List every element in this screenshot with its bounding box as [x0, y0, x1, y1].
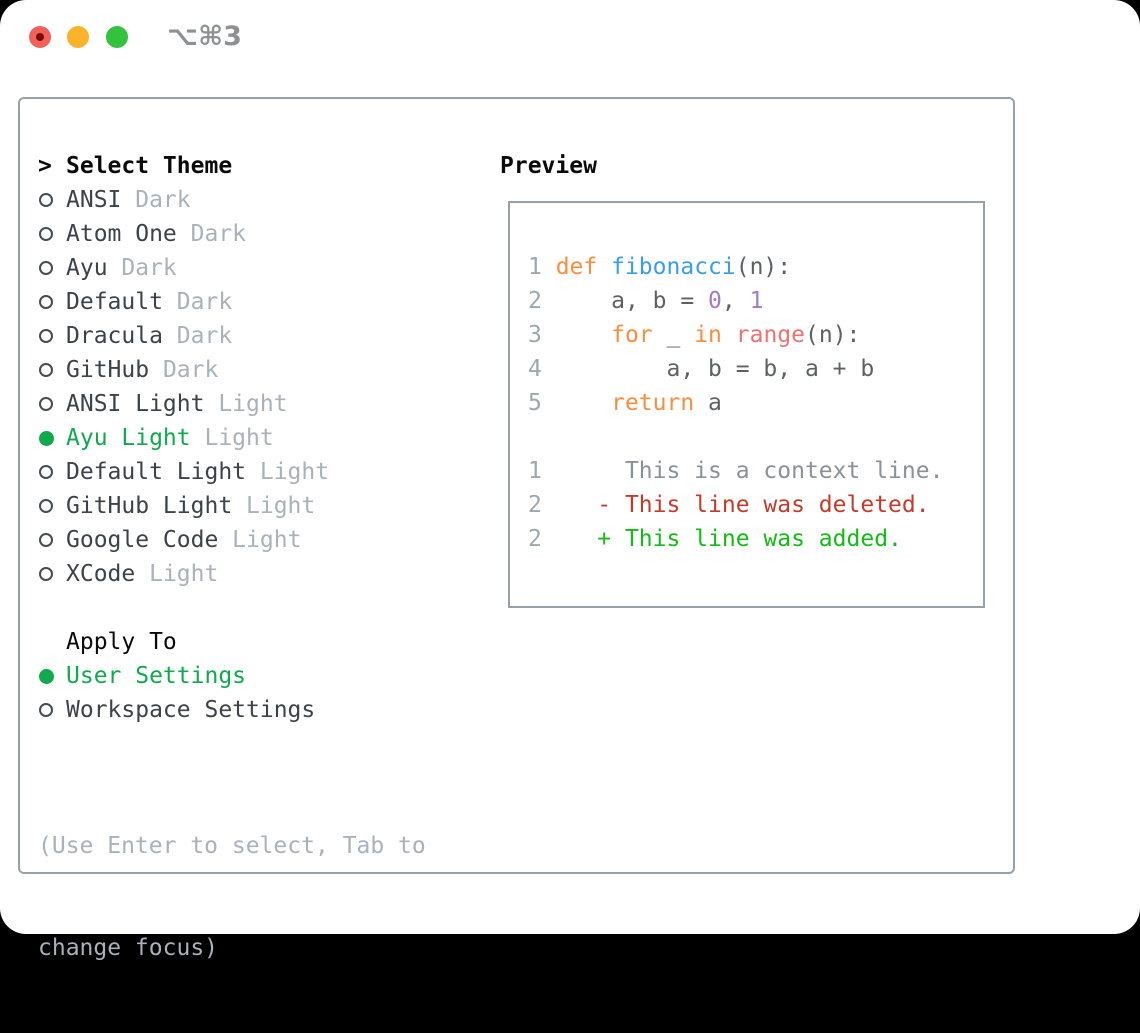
theme-item[interactable]: Atom One Dark — [38, 217, 426, 251]
theme-item[interactable]: Google Code Light — [38, 523, 426, 557]
cursor-marker: > — [38, 153, 52, 179]
minimize-button[interactable] — [67, 26, 89, 48]
radio-unselected-icon — [38, 193, 66, 207]
theme-name: GitHub Light — [66, 493, 233, 519]
radio-unselected-icon — [38, 397, 66, 411]
theme-variant: Dark — [121, 187, 191, 213]
theme-name: XCode — [66, 561, 136, 587]
radio-unselected-icon — [38, 295, 66, 309]
radio-unselected-icon — [38, 329, 66, 343]
hint-text: (Use Enter to select, Tab to change focu… — [38, 761, 426, 1033]
theme-item[interactable]: ANSI Light Light — [38, 387, 426, 421]
theme-name: ANSI — [66, 187, 122, 213]
theme-item[interactable]: Ayu Dark — [38, 251, 426, 285]
radio-unselected-icon — [38, 261, 66, 275]
radio-unselected-icon — [38, 703, 66, 717]
theme-name: ANSI Light — [66, 391, 205, 417]
hint-line-1: (Use Enter to select, Tab to — [38, 833, 426, 859]
theme-variant: Light — [190, 425, 274, 451]
theme-item[interactable]: XCode Light — [38, 557, 426, 591]
theme-item[interactable]: Ayu Light Light — [38, 421, 426, 455]
theme-item[interactable]: Default Light Light — [38, 455, 426, 489]
theme-variant: Light — [204, 391, 288, 417]
theme-name: Ayu Light — [66, 425, 191, 451]
close-dot-icon — [36, 33, 44, 41]
radio-unselected-icon — [38, 499, 66, 513]
theme-variant: Dark — [162, 289, 233, 315]
hint-line-2: change focus) — [38, 935, 219, 961]
theme-item[interactable]: ANSI Dark — [38, 183, 426, 217]
radio-unselected-icon — [38, 363, 66, 377]
apply-to-header: Apply To — [38, 625, 426, 659]
theme-variant: Light — [218, 527, 302, 553]
preview-label: Preview — [500, 153, 597, 179]
radio-unselected-icon — [38, 567, 66, 581]
apply-option[interactable]: Workspace Settings — [38, 693, 426, 727]
select-theme-title: Select Theme — [66, 153, 233, 179]
theme-variant: Dark — [107, 255, 177, 281]
close-button[interactable] — [29, 26, 51, 48]
apply-to-title: Apply To — [66, 629, 177, 655]
apply-option-label: User Settings — [66, 663, 247, 689]
theme-variant: Dark — [149, 357, 219, 383]
theme-variant: Light — [135, 561, 219, 587]
radio-unselected-icon — [38, 227, 66, 241]
theme-name: Default — [66, 289, 163, 315]
radio-unselected-icon — [38, 533, 66, 547]
radio-selected-icon — [38, 668, 66, 684]
theme-item[interactable]: GitHub Light Light — [38, 489, 426, 523]
theme-name: Atom One — [66, 221, 177, 247]
apply-option-label: Workspace Settings — [66, 697, 316, 723]
theme-name: Dracula — [66, 323, 163, 349]
theme-name: GitHub — [66, 357, 150, 383]
theme-variant: Light — [246, 459, 330, 485]
theme-variant: Light — [232, 493, 316, 519]
radio-unselected-icon — [38, 465, 66, 479]
theme-variant: Dark — [176, 221, 247, 247]
theme-item[interactable]: GitHub Dark — [38, 353, 426, 387]
theme-name: Ayu — [66, 255, 108, 281]
preview-code: 1 def fibonacci(n): 2 a, b = 0, 1 3 for … — [528, 254, 944, 552]
theme-name: Default Light — [66, 459, 247, 485]
theme-variant: Dark — [162, 323, 233, 349]
theme-item[interactable]: Dracula Dark — [38, 319, 426, 353]
section-gap — [38, 591, 426, 625]
theme-item[interactable]: Default Dark — [38, 285, 426, 319]
radio-selected-icon — [38, 430, 66, 446]
window-title: ⌥⌘3 — [167, 21, 242, 52]
section-gap-2 — [38, 727, 426, 761]
maximize-button[interactable] — [106, 26, 128, 48]
preview-pane: 1 def fibonacci(n): 2 a, b = 0, 1 3 for … — [508, 201, 985, 608]
theme-name: Google Code — [66, 527, 219, 553]
apply-option[interactable]: User Settings — [38, 659, 426, 693]
select-theme-header: > Select Theme — [38, 149, 426, 183]
